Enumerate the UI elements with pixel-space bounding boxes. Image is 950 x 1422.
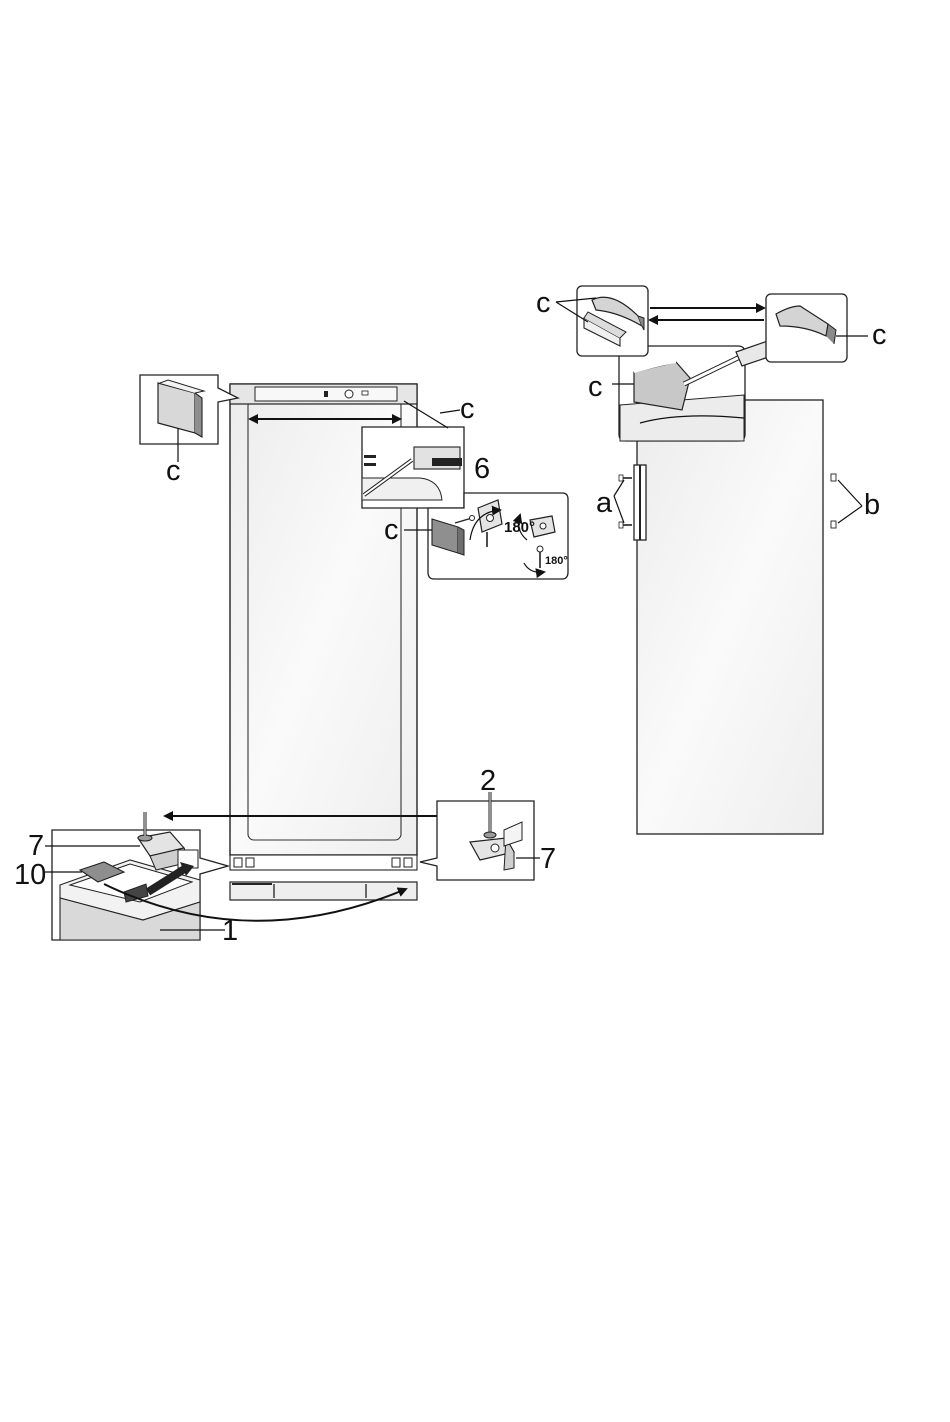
label-7-left: 7: [28, 830, 44, 862]
label-rotation-small: 180°: [545, 555, 568, 567]
label-c-screwdriver: c: [588, 371, 603, 403]
callout-bottom-hinge-right: [420, 792, 540, 880]
label-c-hinge-top: c: [460, 393, 475, 425]
callout-cover-cap-left: [140, 375, 238, 462]
label-10: 10: [14, 859, 46, 891]
label-6: 6: [474, 453, 490, 485]
label-c-left: c: [166, 455, 181, 487]
label-c-top-left: c: [536, 287, 551, 319]
callout-cap-right: [766, 294, 868, 362]
label-a: a: [596, 487, 613, 519]
label-rotation-large: 180°: [504, 519, 535, 536]
label-c-top-right: c: [872, 319, 887, 351]
label-c-hinge-detail: c: [384, 514, 399, 546]
label-2: 2: [480, 765, 496, 797]
door-back-view: [614, 400, 862, 834]
callout-bottom-hinge-left: [45, 812, 228, 940]
label-7-right: 7: [540, 843, 556, 875]
label-b: b: [864, 489, 880, 521]
callout-cap-pair-left: [556, 286, 648, 356]
